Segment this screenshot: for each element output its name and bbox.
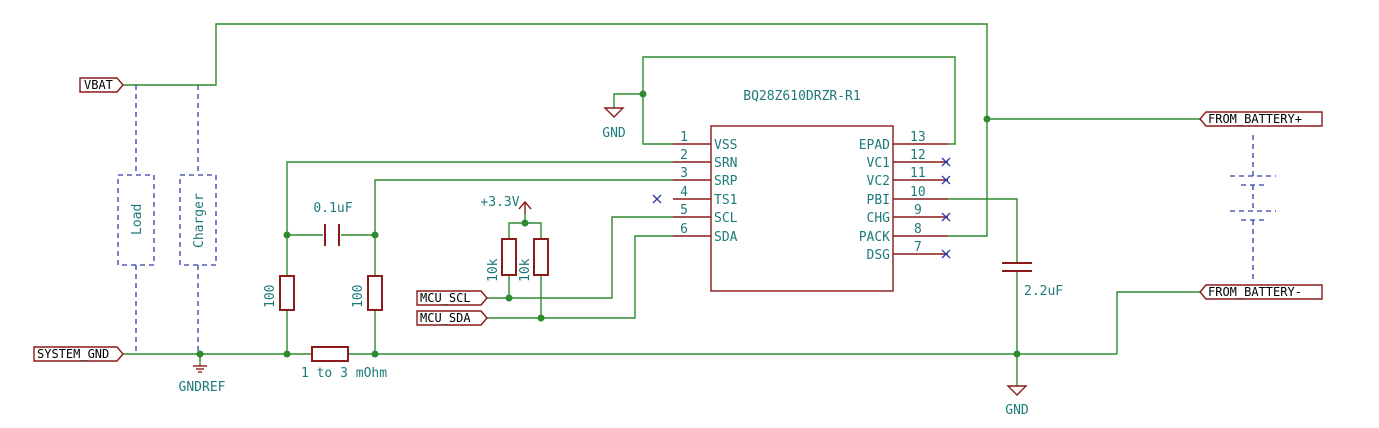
pin-num: 8	[914, 222, 922, 237]
svg-text:0.1uF: 0.1uF	[313, 201, 352, 216]
pin-num: 4	[680, 185, 688, 200]
pin-name: PACK	[859, 230, 890, 245]
nc-marker	[652, 194, 662, 204]
pin-num: 5	[680, 203, 688, 218]
resistor-r-right: 100	[351, 275, 383, 311]
pin-num: 10	[910, 185, 926, 200]
label-from-battery-minus: FROM_BATTERY-	[1199, 284, 1323, 300]
svg-text:GND: GND	[602, 126, 626, 141]
gndref-symbol: GNDREF	[179, 365, 226, 395]
svg-text:Load: Load	[130, 204, 145, 235]
svg-text:10k: 10k	[486, 258, 501, 282]
pin-name: SCL	[714, 211, 738, 226]
label-mcu-scl: MCU_SCL	[416, 290, 488, 306]
nc-marker	[941, 157, 951, 167]
no-connect-markers	[652, 157, 951, 259]
capacitor-0-1uf: 0.1uF	[313, 201, 353, 246]
charger-block: Charger	[179, 85, 217, 354]
pin-name: VSS	[714, 138, 737, 153]
nc-marker	[941, 175, 951, 185]
label-from-battery-plus: FROM_BATTERY+	[1199, 111, 1323, 127]
label-vbat: VBAT	[79, 77, 124, 93]
ic-body	[710, 125, 894, 292]
resistor-sense: 1 to 3 mOhm	[301, 346, 387, 381]
svg-text:FROM_BATTERY-: FROM_BATTERY-	[1208, 285, 1302, 299]
pin-num: 2	[680, 148, 688, 163]
svg-text:2.2uF: 2.2uF	[1024, 284, 1063, 299]
svg-text:VBAT: VBAT	[84, 78, 113, 92]
svg-text:100: 100	[263, 285, 278, 308]
svg-text:1 to 3 mOhm: 1 to 3 mOhm	[301, 366, 387, 381]
pin-name: VC1	[867, 156, 890, 171]
svg-text:10k: 10k	[518, 258, 533, 282]
pin-num: 6	[680, 222, 688, 237]
pin-name: TS1	[714, 193, 737, 208]
pin-num: 11	[910, 166, 926, 181]
ic-bq28z610: BQ28Z610DRZR-R1 1 2 3 4 5 6 VSS SRN SRP …	[673, 89, 948, 292]
pin-num: 9	[914, 203, 922, 218]
pin-name: SRN	[714, 156, 737, 171]
pin-name: SDA	[714, 230, 738, 245]
pin-num: 7	[914, 240, 922, 255]
svg-text:GNDREF: GNDREF	[179, 380, 226, 395]
svg-text:FROM_BATTERY+: FROM_BATTERY+	[1208, 112, 1302, 126]
label-system-gnd: SYSTEM_GND	[33, 346, 124, 362]
load-block: Load	[117, 85, 155, 354]
ic-name: BQ28Z610DRZR-R1	[743, 89, 860, 104]
svg-text:GND: GND	[1005, 403, 1029, 418]
v33-symbol: +3.3V	[480, 195, 532, 214]
wires	[123, 23, 1200, 386]
pin-name: CHG	[867, 211, 891, 226]
svg-text:MCU_SDA: MCU_SDA	[420, 311, 471, 325]
gnd-symbol-bottom: GND	[1005, 385, 1029, 418]
label-mcu-sda: MCU_SDA	[416, 310, 488, 326]
pin-name: SRP	[714, 174, 738, 189]
svg-text:Charger: Charger	[192, 193, 207, 248]
nc-marker	[941, 249, 951, 259]
pin-name: DSG	[867, 248, 891, 263]
capacitor-2-2uf: 2.2uF	[1002, 262, 1063, 299]
nc-marker	[941, 212, 951, 222]
pin-num: 12	[910, 148, 926, 163]
resistor-pullup-sda: 10k	[518, 238, 549, 282]
svg-text:SYSTEM_GND: SYSTEM_GND	[37, 347, 109, 361]
pin-name: VC2	[867, 174, 890, 189]
junctions	[196, 90, 1021, 358]
svg-text:100: 100	[351, 285, 366, 308]
pin-num: 13	[910, 130, 926, 145]
pin-num: 3	[680, 166, 688, 181]
pin-name: EPAD	[859, 138, 890, 153]
resistor-pullup-scl: 10k	[486, 238, 517, 282]
pin-num: 1	[680, 130, 688, 145]
resistor-r-left: 100	[263, 275, 295, 311]
pin-name: PBI	[867, 193, 890, 208]
svg-text:+3.3V: +3.3V	[480, 195, 519, 210]
gnd-symbol-top: GND	[602, 107, 626, 141]
svg-text:MCU_SCL: MCU_SCL	[420, 291, 471, 305]
battery-symbol	[1230, 135, 1276, 280]
